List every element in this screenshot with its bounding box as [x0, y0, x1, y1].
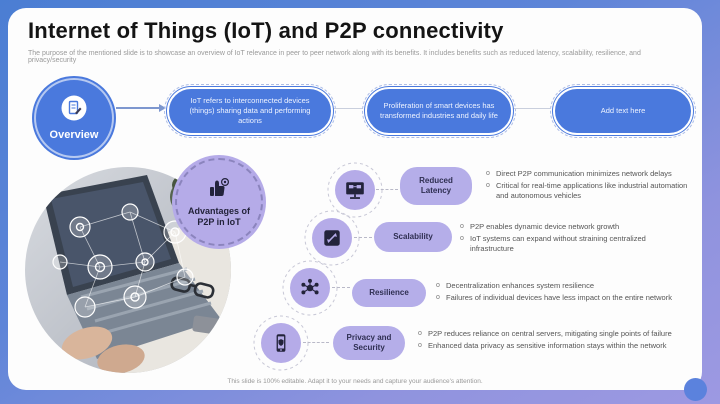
- page-title: Internet of Things (IoT) and P2P connect…: [28, 18, 504, 43]
- row-connector: [354, 237, 372, 238]
- overview-pill-3-text: Add text here: [553, 87, 693, 135]
- row-connector: [303, 342, 329, 343]
- bullet-item: P2P enables dynamic device network growt…: [460, 222, 688, 232]
- benefit-capsule-scalability: Scalability: [374, 222, 452, 252]
- bullet-item: Failures of individual devices have less…: [436, 293, 692, 303]
- arrow-right-icon: [116, 103, 166, 112]
- phone-shield-icon: [261, 323, 301, 363]
- pill-connector: [334, 108, 362, 109]
- document-pencil-icon: [61, 95, 87, 126]
- monitor-network-icon: [335, 170, 375, 210]
- bullet-item: Enhanced data privacy as sensitive infor…: [418, 341, 690, 351]
- network-hub-icon: [290, 268, 330, 308]
- benefit-capsule-reduced-latency: Reduced Latency: [400, 167, 472, 205]
- overview-pill-1: IoT refers to interconnected devices (th…: [164, 84, 336, 138]
- overview-pill-2: Proliferation of smart devices has trans…: [362, 84, 516, 138]
- pill-connector: [514, 108, 550, 109]
- overview-circle: Overview: [34, 78, 114, 158]
- benefit-bullets: P2P reduces reliance on central servers,…: [418, 329, 690, 351]
- bullet-item: IoT systems can expand without straining…: [460, 234, 688, 254]
- benefit-bullets: Decentralization enhances system resilie…: [436, 281, 692, 303]
- benefit-bullets: Direct P2P communication minimizes netwo…: [486, 169, 694, 200]
- corner-accent-dot: [684, 378, 707, 401]
- row-connector: [332, 287, 350, 288]
- slide-card: Internet of Things (IoT) and P2P connect…: [8, 8, 702, 390]
- overview-pill-1-text: IoT refers to interconnected devices (th…: [167, 87, 333, 135]
- bullet-item: Critical for real-time applications like…: [486, 181, 694, 201]
- page-subtitle: The purpose of the mentioned slide is to…: [28, 50, 641, 64]
- thumbs-up-icon: [207, 177, 231, 204]
- editable-note: This slide is 100% editable. Adapt it to…: [227, 378, 483, 385]
- benefit-bullets: P2P enables dynamic device network growt…: [460, 222, 688, 253]
- bullet-item: P2P reduces reliance on central servers,…: [418, 329, 690, 339]
- overview-label: Overview: [49, 129, 99, 141]
- benefit-capsule-privacy-security: Privacy and Security: [333, 326, 405, 360]
- bullet-item: Decentralization enhances system resilie…: [436, 281, 692, 291]
- benefit-capsule-resilience: Resilience: [352, 279, 426, 307]
- bullet-item: Direct P2P communication minimizes netwo…: [486, 169, 694, 179]
- overview-pill-2-text: Proliferation of smart devices has trans…: [365, 87, 513, 135]
- overview-pill-3-placeholder: Add text here: [550, 84, 696, 138]
- advantages-circle: Advantages of P2P in IoT: [175, 158, 263, 246]
- advantages-label: Advantages of P2P in IoT: [187, 205, 250, 227]
- expand-arrow-icon: [312, 218, 352, 258]
- row-connector: [376, 189, 398, 190]
